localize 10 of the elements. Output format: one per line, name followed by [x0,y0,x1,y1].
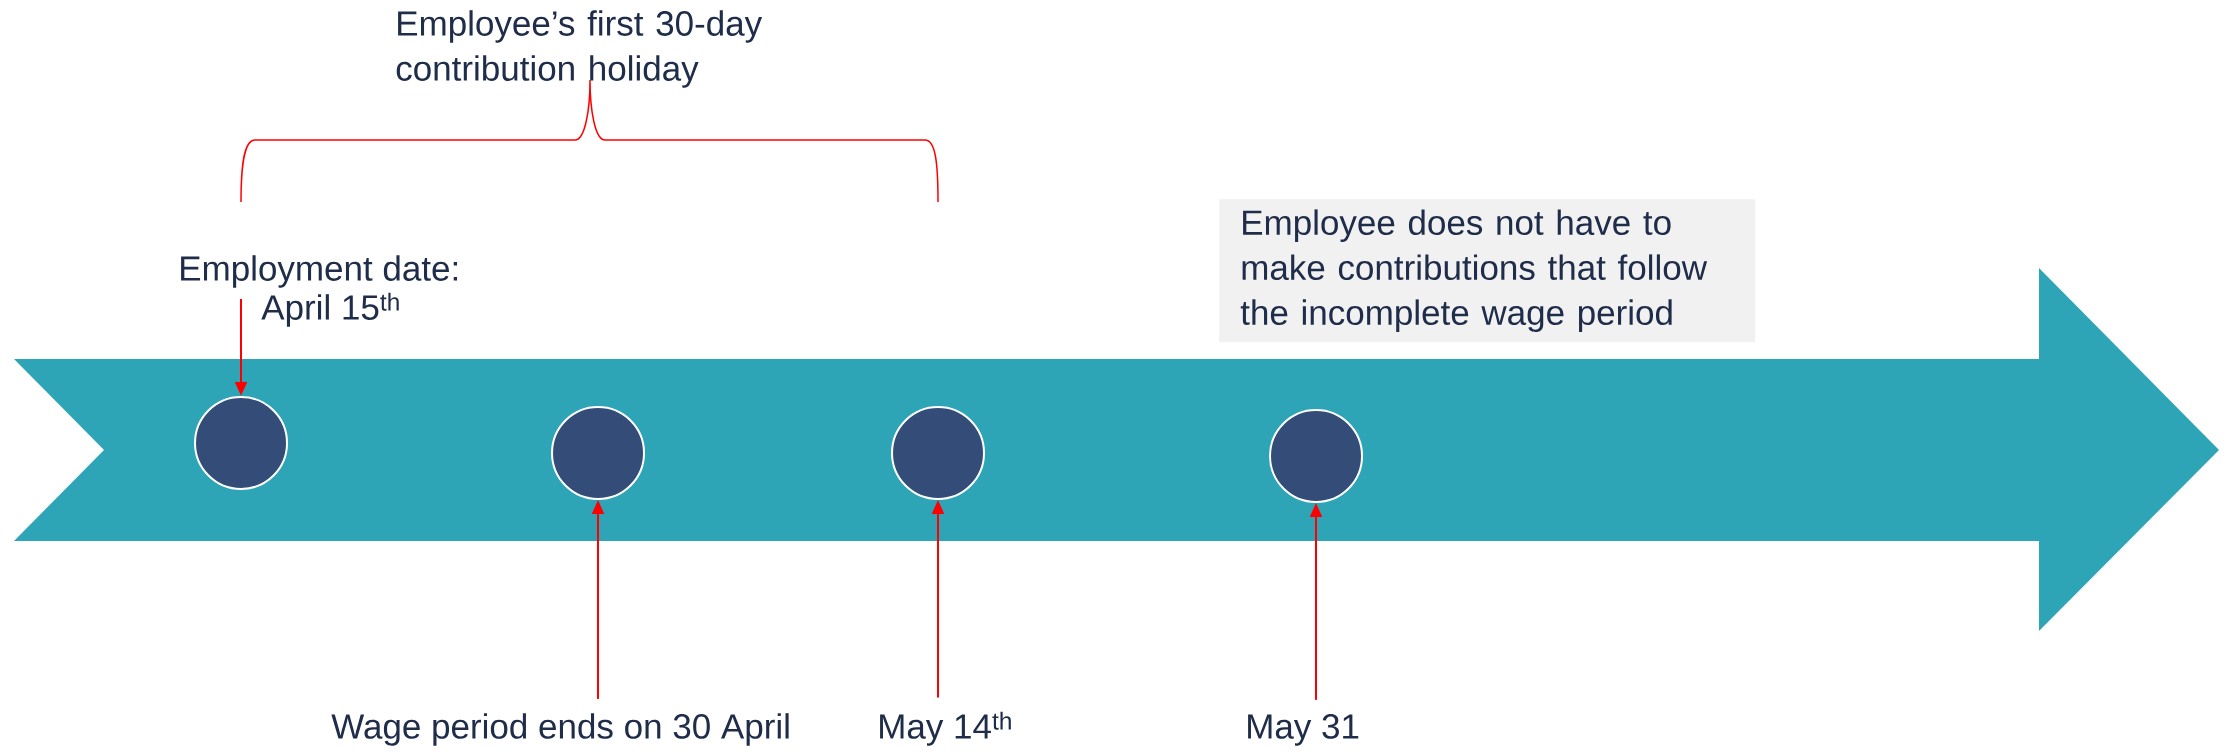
date-label: May 14$^{th}$ [880,711,1011,746]
note-box: Employee does not have to make contributions that follow the incomplete wage period [1219,199,1756,343]
timeline-dot [1269,409,1363,503]
brace-label: Employee’s first 30-day contribution holiday [396,10,763,88]
timeline-dot [194,396,288,490]
date-label: Employment date: April 15$^{th}$ [181,255,458,327]
date-label: Wage period ends on 30 April [331,713,789,746]
timeline-dot [891,406,985,500]
date-label: May 31 [1248,714,1359,746]
timeline-dot [551,406,645,500]
